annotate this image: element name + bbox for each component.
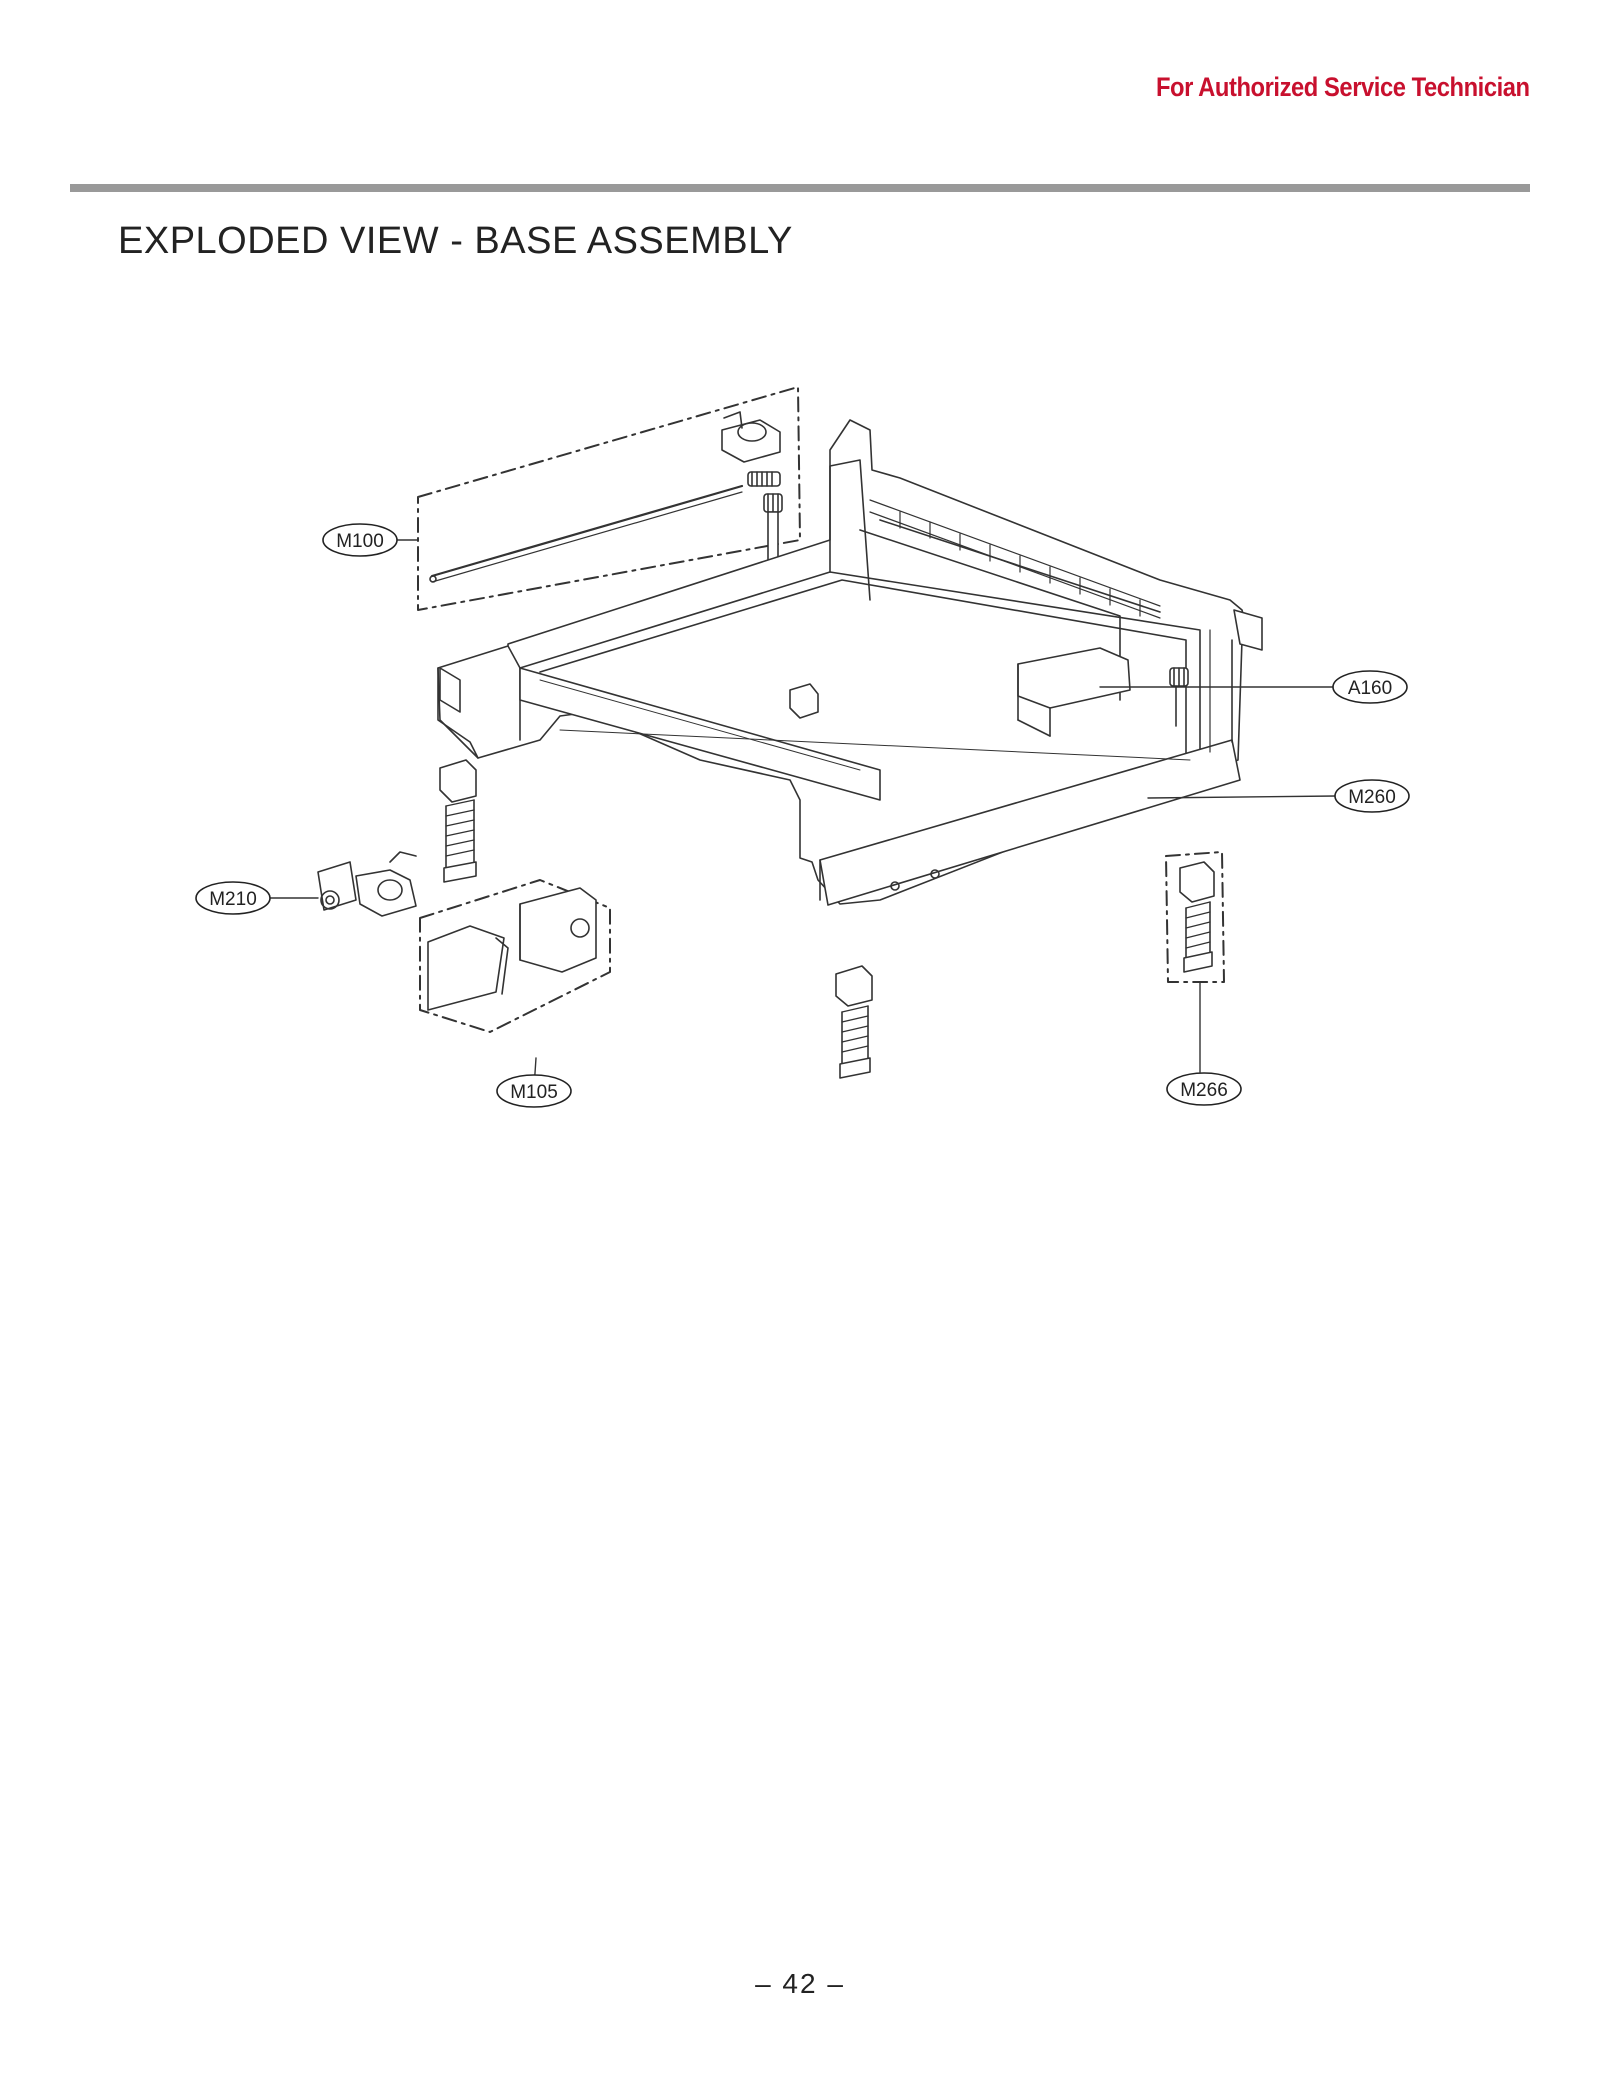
callout-label-m260: M260 [1348,787,1396,808]
callout-a160: A160 [1332,670,1408,704]
m100-parts-group [417,386,801,611]
callout-label-m105: M105 [510,1082,558,1103]
callout-label-m266: M266 [1180,1080,1228,1101]
base-frame [437,419,1263,906]
callout-label-m210: M210 [209,889,257,910]
callout-m210: M210 [195,881,271,915]
callout-label-a160: A160 [1348,678,1392,699]
m105-parts-group [419,879,611,1033]
callout-m105: M105 [496,1074,572,1108]
callout-label-m100: M100 [336,531,384,552]
m100-shaft [763,493,783,561]
header-rule [70,184,1530,192]
m210-valve [317,851,417,917]
leg-left [439,759,477,883]
m100-cam [721,411,781,463]
m266-leg-group [1165,851,1225,983]
callout-m266: M266 [1166,1072,1242,1106]
callout-m100: M100 [322,523,398,557]
service-technician-note: For Authorized Service Technician [1156,72,1530,102]
page-number: – 42 – [755,1968,845,1999]
callout-m260: M260 [1334,779,1410,813]
page-title: EXPLODED VIEW - BASE ASSEMBLY [118,220,793,262]
leg-center [835,965,873,1079]
a160-module [1017,647,1189,737]
rod-gear [747,471,781,487]
leader-lines [269,539,1337,1089]
